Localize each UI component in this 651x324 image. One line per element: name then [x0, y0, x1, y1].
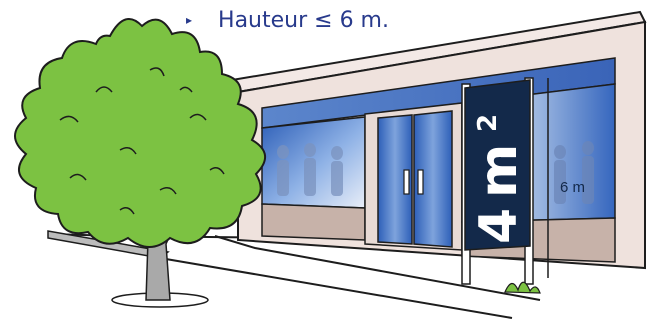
sign-number: 4	[469, 208, 529, 244]
sign-totem: 4 m 2	[462, 78, 540, 293]
tree-foliage	[15, 19, 265, 247]
grass-tuft	[505, 282, 540, 293]
mannequins-left	[277, 143, 343, 196]
sign-exponent: 2	[473, 114, 503, 132]
building	[232, 12, 645, 268]
height-label: 6 m	[560, 179, 585, 196]
tree	[15, 19, 265, 307]
sign-unit: m	[469, 144, 529, 198]
